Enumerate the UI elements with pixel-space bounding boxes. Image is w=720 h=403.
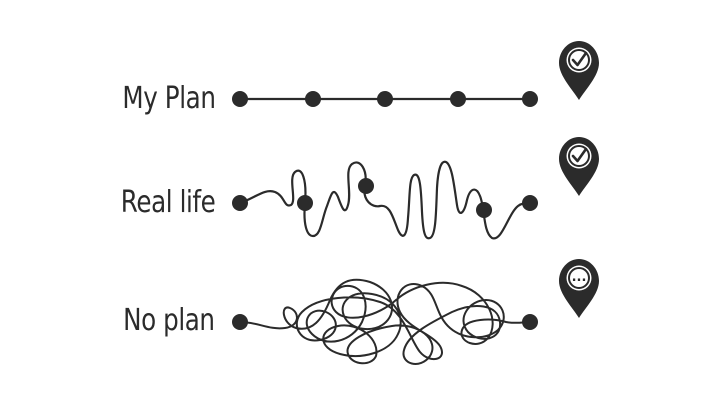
- plan-milestone-dot: [377, 91, 393, 107]
- plan-start-dot: [232, 91, 248, 107]
- map-pin-icon: [559, 41, 599, 100]
- real-milestone-dot: [476, 202, 492, 218]
- row-label-real-life: Real life: [120, 185, 215, 220]
- real-milestone-dot: [297, 195, 313, 211]
- plan-milestone-dot: [305, 91, 321, 107]
- no-plan-path: [232, 278, 538, 365]
- map-pin-icon: [559, 137, 599, 196]
- no-plan-start-dot: [232, 314, 248, 330]
- plan-end-dot: [522, 91, 538, 107]
- my-plan-path: [232, 91, 538, 107]
- map-pin-icon: ...: [559, 259, 599, 318]
- real-start-dot: [232, 195, 248, 211]
- no-plan-end-dot: [522, 314, 538, 330]
- checkmark-icon: [571, 51, 588, 67]
- row-label-no-plan: No plan: [123, 303, 215, 338]
- real-milestone-dot: [358, 178, 374, 194]
- checkmark-icon: [571, 147, 588, 163]
- plan-milestone-dot: [450, 91, 466, 107]
- real-life-path: [232, 160, 538, 240]
- real-end-dot: [522, 195, 538, 211]
- ellipsis-icon: ...: [572, 270, 587, 285]
- row-label-my-plan: My Plan: [121, 81, 215, 116]
